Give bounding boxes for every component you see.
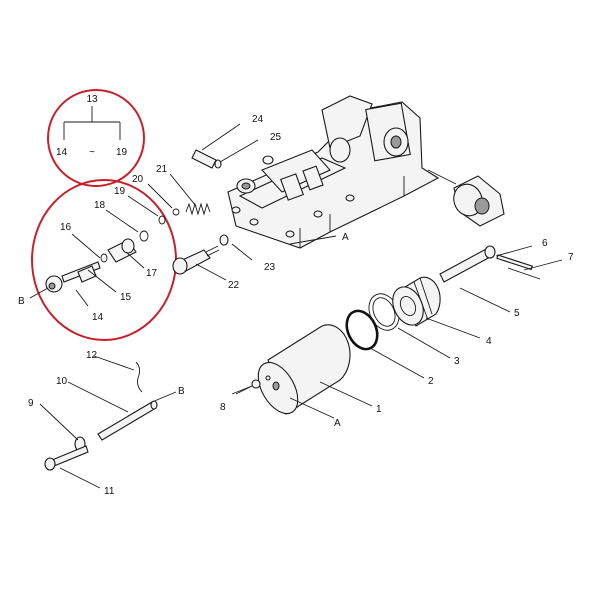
callout-16: 16	[60, 222, 72, 233]
callout-4: 4	[486, 336, 492, 347]
callout-8: 8	[220, 402, 226, 413]
cotter-pin	[135, 361, 143, 393]
group-from-label: 14	[56, 147, 68, 158]
group-13-bracket	[63, 106, 121, 140]
adjusting-screw	[172, 245, 220, 275]
ref-A-cylinder: A	[334, 418, 341, 429]
callout-17: 17	[146, 268, 158, 279]
breather-fitting	[191, 149, 222, 169]
callout-14: 14	[92, 312, 104, 323]
callout-24: 24	[252, 114, 264, 125]
callout-19: 19	[114, 186, 126, 197]
valve-ball	[172, 208, 180, 216]
valve-o-ring-large	[139, 230, 149, 242]
callout-10: 10	[56, 376, 68, 387]
cylinder-body	[257, 324, 351, 415]
piston-rod	[439, 245, 496, 283]
callout-6: 6	[542, 238, 548, 249]
piston	[392, 276, 441, 327]
lift-arm-yoke	[453, 175, 505, 227]
callout-18: 18	[94, 200, 106, 211]
callout-5: 5	[514, 308, 520, 319]
valve-assembly	[45, 208, 180, 293]
ref-A-housing: A	[342, 232, 349, 243]
callout-21: 21	[156, 164, 168, 175]
callout-12: 12	[86, 350, 98, 361]
callout-9: 9	[28, 398, 34, 409]
callout-23: 23	[264, 262, 276, 273]
control-rod	[97, 400, 158, 441]
pin	[496, 254, 533, 271]
plug	[235, 379, 261, 395]
callout-25: 25	[270, 132, 282, 143]
spring	[185, 202, 211, 216]
group-dash-label: ~	[89, 147, 95, 158]
callout-7: 7	[568, 252, 574, 263]
callout-20: 20	[132, 174, 144, 185]
callout-11: 11	[104, 486, 115, 497]
ref-B-rod: B	[178, 386, 185, 397]
main-housing	[227, 95, 440, 249]
callout-3: 3	[454, 356, 460, 367]
group-to-label: 19	[116, 147, 128, 158]
valve-washer	[158, 215, 166, 225]
valve-o-ring-small	[100, 253, 108, 263]
callout-1: 1	[376, 404, 382, 415]
bolt	[44, 445, 89, 471]
callout-15: 15	[120, 292, 132, 303]
leader-lines	[29, 123, 563, 489]
spring-pin	[507, 267, 541, 280]
lock-nut	[219, 234, 229, 246]
callout-2: 2	[428, 376, 434, 387]
callout-22: 22	[228, 280, 240, 291]
group-13-label: 13	[86, 94, 98, 105]
group-13-highlight-circle	[47, 89, 145, 187]
ref-B-valve: B	[18, 296, 25, 307]
